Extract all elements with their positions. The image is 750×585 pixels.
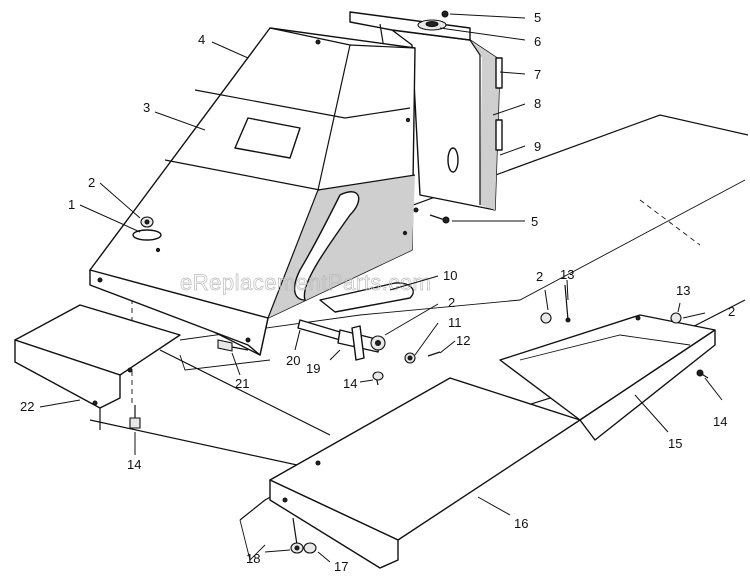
callout-21: 21 bbox=[235, 376, 249, 391]
lever-handle bbox=[297, 282, 441, 386]
callout-5-bottom: 5 bbox=[531, 214, 538, 229]
callout-14-center: 14 bbox=[343, 376, 357, 391]
callout-14-left: 14 bbox=[127, 457, 141, 472]
callout-14-right: 14 bbox=[713, 414, 727, 429]
callout-2-right: 2 bbox=[536, 269, 543, 284]
hood-hardware bbox=[132, 216, 162, 241]
callout-9: 9 bbox=[534, 139, 541, 154]
right-skirt bbox=[499, 284, 716, 441]
callout-12: 12 bbox=[456, 333, 470, 348]
callout-8: 8 bbox=[534, 96, 541, 111]
callout-16: 16 bbox=[514, 516, 528, 531]
leader-lines bbox=[39, 13, 723, 563]
screw-5-lower bbox=[429, 214, 450, 224]
top-bracket bbox=[349, 10, 471, 56]
rear-panel bbox=[391, 29, 503, 213]
callout-4: 4 bbox=[198, 32, 205, 47]
callout-6: 6 bbox=[534, 34, 541, 49]
callout-labels: 1 2 3 4 5 6 7 8 9 5 10 2 11 12 2 13 13 2… bbox=[20, 10, 735, 574]
callout-19: 19 bbox=[306, 361, 320, 376]
bolt-21 bbox=[217, 339, 249, 352]
callout-13-left: 13 bbox=[560, 267, 574, 282]
hood-housing bbox=[89, 27, 416, 356]
front-skirt bbox=[269, 377, 581, 569]
callout-7: 7 bbox=[534, 67, 541, 82]
callout-2: 2 bbox=[88, 175, 95, 190]
callout-10: 10 bbox=[443, 268, 457, 283]
watermark-text: eReplacementParts.com bbox=[180, 270, 431, 295]
callout-3: 3 bbox=[143, 100, 150, 115]
callout-11: 11 bbox=[448, 315, 462, 330]
callout-20: 20 bbox=[286, 353, 300, 368]
left-skirt bbox=[14, 304, 181, 430]
callout-5-top: 5 bbox=[534, 10, 541, 25]
callout-22: 22 bbox=[20, 399, 34, 414]
callout-2-far-right: 2 bbox=[728, 304, 735, 319]
callout-18: 18 bbox=[246, 551, 260, 566]
callout-2-lever: 2 bbox=[448, 295, 455, 310]
callout-15: 15 bbox=[668, 436, 682, 451]
callout-1: 1 bbox=[68, 197, 75, 212]
callout-17: 17 bbox=[334, 559, 348, 574]
callout-13-right: 13 bbox=[676, 283, 690, 298]
